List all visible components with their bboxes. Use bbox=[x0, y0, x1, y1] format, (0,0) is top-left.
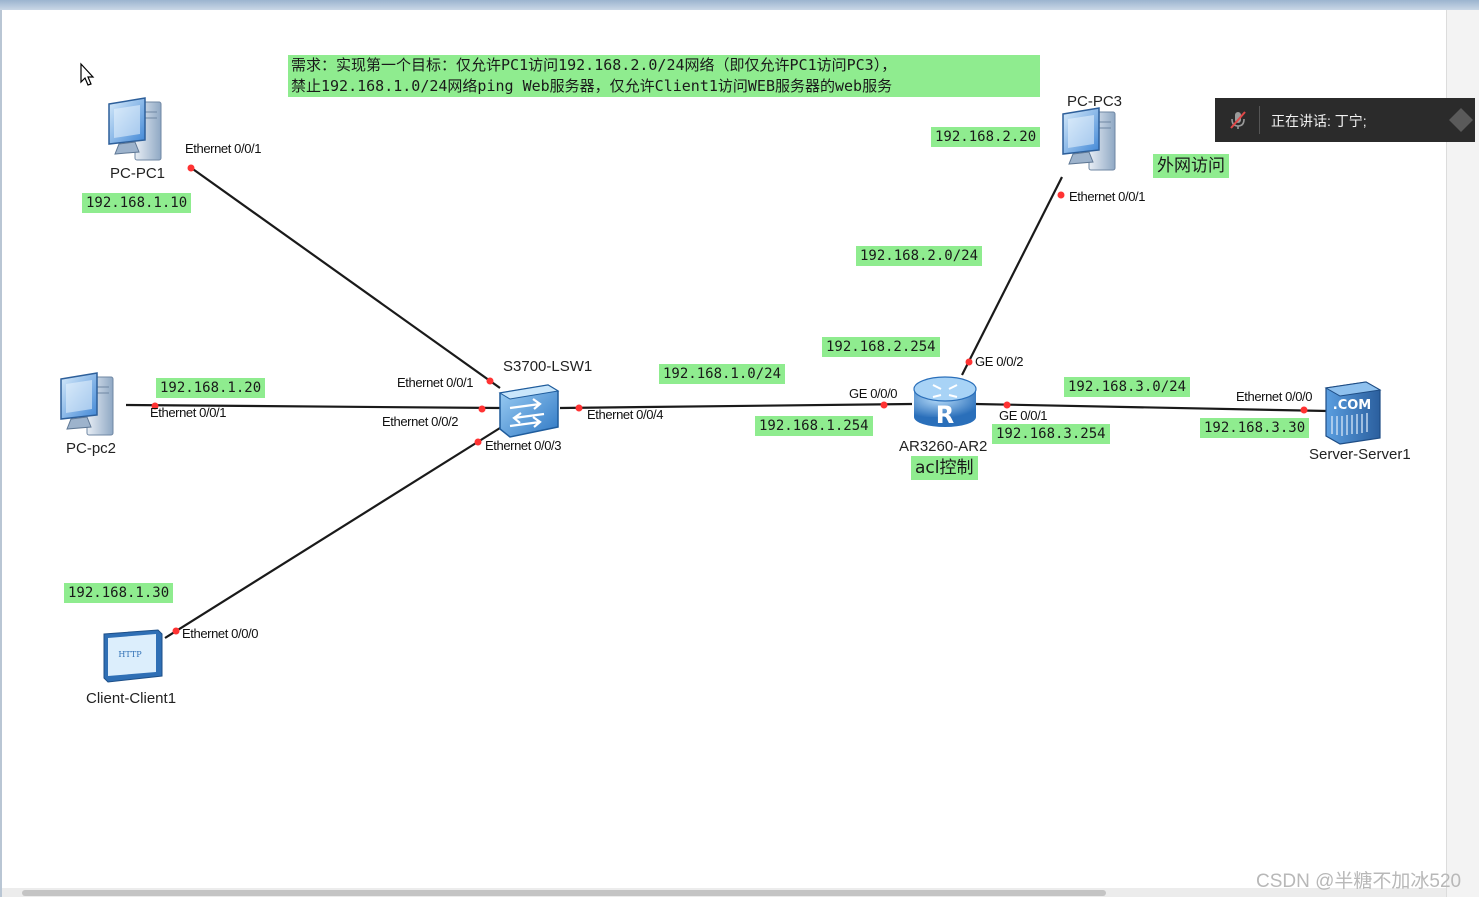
port-label-ar-ge1: GE 0/0/1 bbox=[999, 408, 1048, 423]
server-icon[interactable]: .COM bbox=[1324, 381, 1382, 445]
server-badge: .COM bbox=[1333, 398, 1371, 413]
speaking-indicator-divider bbox=[1259, 106, 1260, 134]
ip-label-client: 192.168.1.30 bbox=[64, 583, 174, 603]
port-dot[interactable] bbox=[1003, 401, 1011, 409]
port-label-ar-ge2: GE 0/0/2 bbox=[975, 354, 1024, 369]
port-label-pc2: Ethernet 0/0/1 bbox=[150, 405, 227, 420]
port-label-sw-eth4: Ethernet 0/0/4 bbox=[587, 407, 664, 422]
router-icon[interactable]: R bbox=[913, 376, 977, 429]
port-label-pc3: Ethernet 0/0/1 bbox=[1069, 189, 1146, 204]
ip-label-pc1: 192.168.1.10 bbox=[82, 193, 192, 213]
port-label-sw-eth3: Ethernet 0/0/3 bbox=[485, 438, 562, 453]
port-dot[interactable] bbox=[880, 401, 888, 409]
ip-label-server: 192.168.3.30 bbox=[1200, 418, 1310, 438]
device-label-switch: S3700-LSW1 bbox=[503, 358, 593, 375]
network-label-3: 192.168.3.0/24 bbox=[1064, 377, 1191, 397]
window-left-border bbox=[0, 10, 2, 897]
port-dot[interactable] bbox=[478, 405, 486, 413]
port-label-sw-eth2: Ethernet 0/0/2 bbox=[382, 414, 459, 429]
client-badge: HTTP bbox=[118, 650, 142, 659]
link-client-switch[interactable] bbox=[164, 427, 501, 639]
port-dot[interactable] bbox=[172, 627, 180, 635]
requirement-line-2: 禁止192.168.1.0/24网络ping Web服务器，仅允许Client1… bbox=[291, 77, 893, 95]
port-dot[interactable] bbox=[575, 404, 583, 412]
pc2-icon[interactable] bbox=[60, 372, 114, 436]
port-label-server: Ethernet 0/0/0 bbox=[1236, 389, 1313, 404]
port-dot[interactable] bbox=[965, 358, 973, 366]
port-dot[interactable] bbox=[1057, 191, 1065, 199]
pc3-icon[interactable] bbox=[1062, 107, 1116, 171]
device-label-server: Server-Server1 bbox=[1309, 446, 1411, 463]
link-pc1-switch[interactable] bbox=[189, 166, 501, 389]
port-dot[interactable] bbox=[474, 438, 482, 446]
device-label-pc3: PC-PC3 bbox=[1067, 93, 1123, 110]
microphone-muted-icon[interactable] bbox=[1227, 109, 1249, 131]
note-acl-control: acl控制 bbox=[911, 456, 978, 480]
device-label-router: AR3260-AR2 bbox=[899, 438, 988, 455]
gateway-label-1: 192.168.1.254 bbox=[755, 416, 873, 436]
device-label-pc2: PC-pc2 bbox=[66, 440, 117, 457]
window-right-panel bbox=[1446, 10, 1479, 897]
handle-icon[interactable] bbox=[1447, 106, 1475, 134]
link-router-pc3[interactable] bbox=[961, 176, 1063, 376]
speaking-indicator-text: 正在讲话: 丁宁; bbox=[1271, 113, 1367, 129]
port-dot[interactable] bbox=[486, 377, 494, 385]
port-label-ar-ge0: GE 0/0/0 bbox=[849, 386, 898, 401]
link-router-server[interactable] bbox=[974, 402, 1329, 413]
port-label-sw-eth1: Ethernet 0/0/1 bbox=[397, 375, 474, 390]
port-dot[interactable] bbox=[1300, 406, 1308, 414]
horizontal-scrollbar-thumb[interactable] bbox=[22, 890, 1106, 896]
port-dots bbox=[151, 164, 1308, 635]
pc1-icon[interactable] bbox=[108, 97, 162, 161]
requirement-note: 需求：实现第一个目标：仅允许PC1访问192.168.2.0/24网络（即仅允许… bbox=[288, 55, 1040, 97]
watermark: CSDN @半糖不加冰520 bbox=[1256, 871, 1462, 892]
port-dot[interactable] bbox=[187, 164, 195, 172]
note-external-access: 外网访问 bbox=[1153, 154, 1229, 178]
link-pc2-switch[interactable] bbox=[125, 403, 501, 410]
link-switch-router[interactable] bbox=[559, 402, 913, 410]
network-label-1: 192.168.1.0/24 bbox=[659, 364, 786, 384]
links bbox=[125, 166, 1329, 639]
ip-label-pc3: 192.168.2.20 bbox=[931, 127, 1041, 147]
port-label-client: Ethernet 0/0/0 bbox=[182, 626, 259, 641]
port-dot[interactable] bbox=[151, 402, 159, 410]
requirement-line-1: 需求：实现第一个目标：仅允许PC1访问192.168.2.0/24网络（即仅允许… bbox=[291, 56, 897, 74]
speaking-indicator: 正在讲话: 丁宁; bbox=[1215, 98, 1475, 142]
window-title-bar bbox=[0, 0, 1479, 10]
device-label-pc1: PC-PC1 bbox=[110, 165, 166, 182]
gateway-label-3: 192.168.3.254 bbox=[992, 424, 1110, 444]
ip-label-pc2: 192.168.1.20 bbox=[156, 378, 266, 398]
svg-text:R: R bbox=[936, 401, 954, 429]
client-icon[interactable]: HTTP bbox=[103, 629, 163, 683]
mouse-cursor-icon bbox=[80, 62, 95, 86]
network-label-2: 192.168.2.0/24 bbox=[856, 246, 983, 266]
device-label-client1: Client-Client1 bbox=[86, 690, 177, 707]
port-label-pc1: Ethernet 0/0/1 bbox=[185, 141, 262, 156]
gateway-label-2: 192.168.2.254 bbox=[822, 337, 940, 357]
switch-icon[interactable] bbox=[498, 384, 560, 438]
